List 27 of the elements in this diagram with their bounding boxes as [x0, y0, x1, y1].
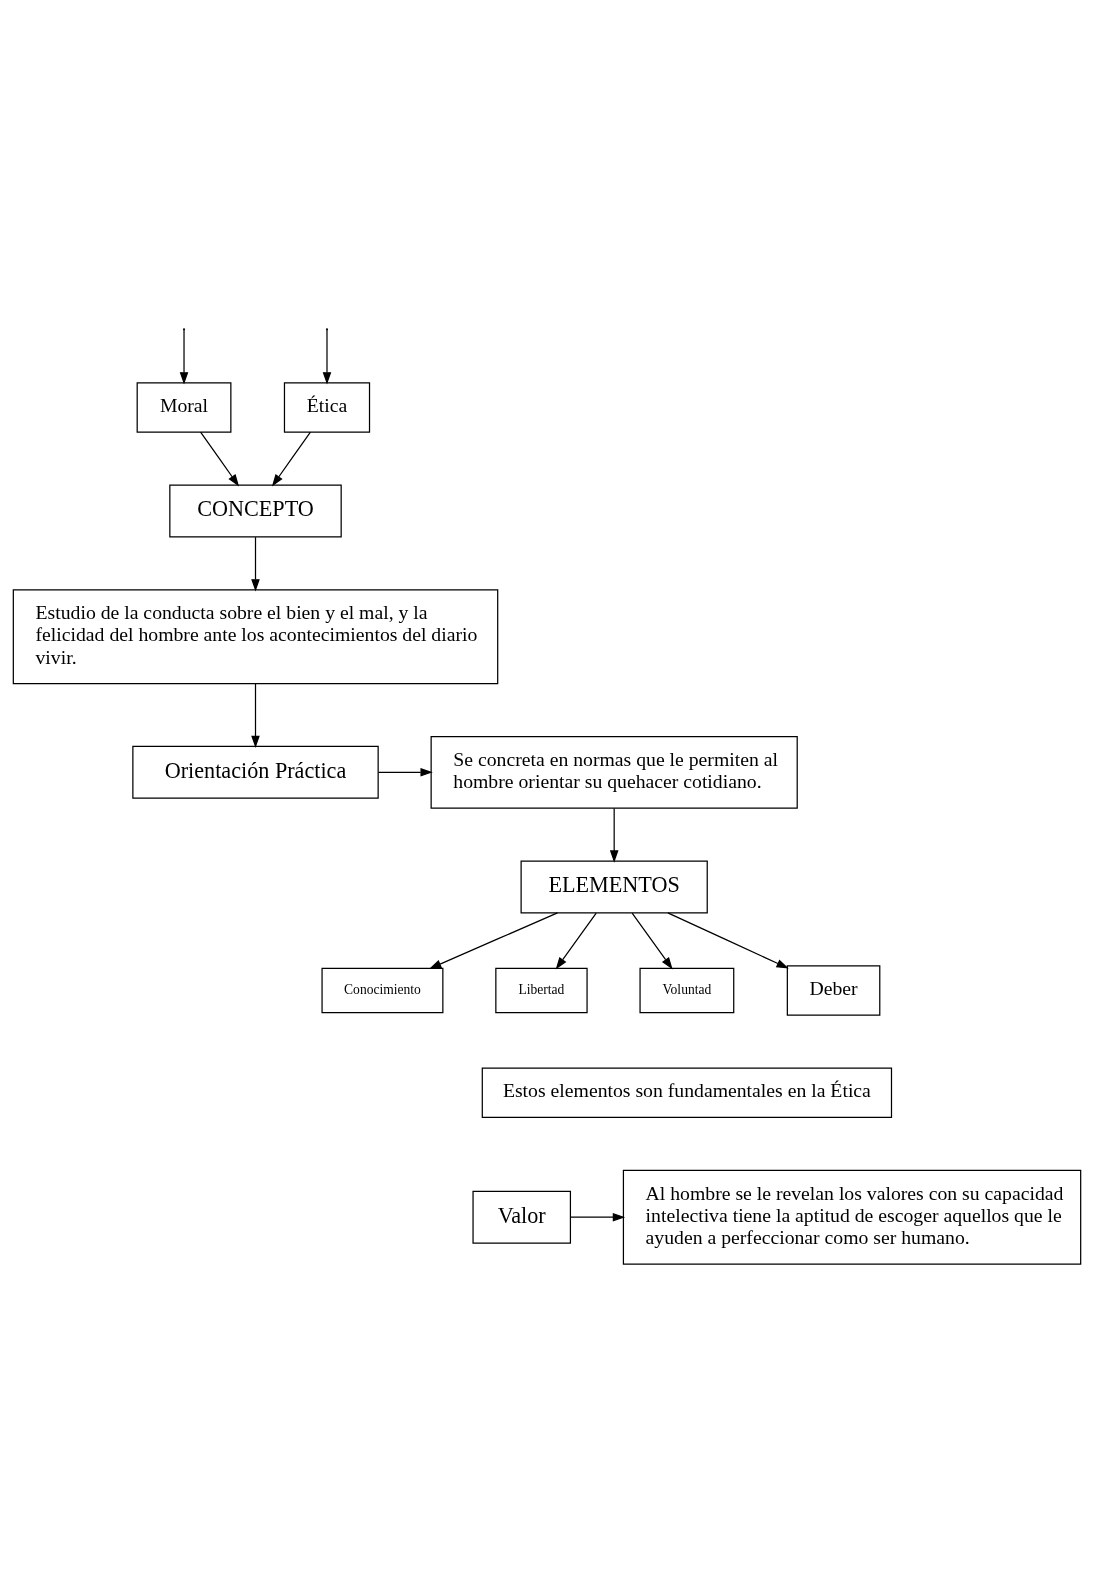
arrow [322, 328, 332, 385]
node-box: Ética [283, 381, 371, 433]
node-box: Se concreta en normas que le permiten al hombre orientar su quehacer cotidiano. [430, 735, 798, 809]
node-box: Orientación Práctica [132, 745, 379, 799]
node-box: Conocimiento [321, 967, 444, 1013]
arrow [667, 911, 789, 969]
node-box: Deber [786, 964, 881, 1016]
node-box: Estudio de la conducta sobre el bien y el mal, y la felicidad del hombre ante los acontecimientos del diario vivir. [12, 588, 499, 684]
arrow [179, 328, 189, 385]
node-box: Valor [472, 1190, 572, 1244]
node-box: Moral [136, 381, 232, 433]
arrow [609, 807, 619, 863]
arrow [271, 431, 312, 487]
arrow [251, 682, 260, 748]
node-box: Libertad [495, 967, 588, 1013]
arrow [569, 1212, 626, 1222]
arrow [555, 912, 597, 969]
arrow [251, 536, 260, 591]
arrow [631, 912, 673, 969]
node-box: Voluntad [639, 967, 735, 1013]
node-box: Estos elementos son fundamentales en la Ética [481, 1067, 893, 1118]
node-box: ELEMENTOS [520, 859, 708, 913]
arrow [377, 767, 433, 777]
node-box: Al hombre se le revelan los valores con su capacidad intelectiva tiene la aptitud de escoger aquellos que le ayuden a perfeccionar como ser humano. [622, 1169, 1082, 1265]
arrow [429, 911, 559, 969]
arrow [200, 431, 240, 487]
node-box: CONCEPTO [169, 484, 342, 537]
